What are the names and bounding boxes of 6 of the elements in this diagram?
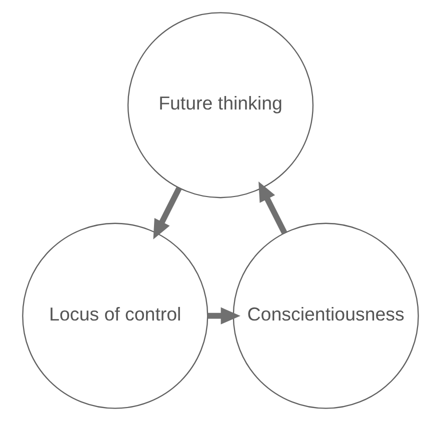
node-circle: Conscientiousness	[232, 222, 418, 409]
arrow	[207, 307, 240, 324]
node-circle: Locus of control	[22, 222, 208, 409]
arrow	[152, 186, 182, 240]
arrow	[258, 182, 287, 234]
node-circle: Future thinking	[126, 12, 314, 198]
